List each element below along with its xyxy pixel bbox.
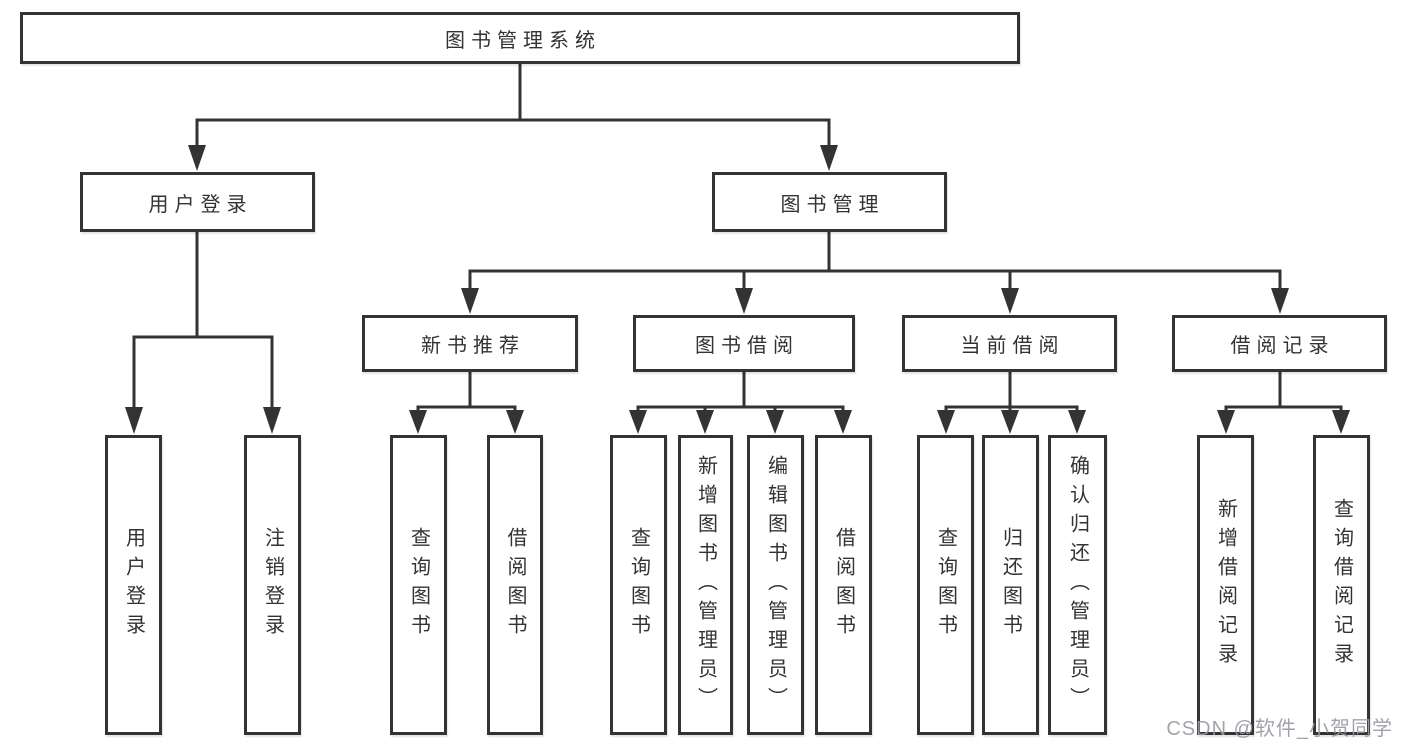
arrowhead-leaf-logout: [263, 407, 281, 434]
arrowhead-leaf-login: [125, 407, 143, 434]
arrowhead-cb-confirm: [1068, 410, 1086, 434]
arrowhead-user-login: [188, 145, 206, 171]
arrowhead-borrow-record: [1271, 288, 1289, 314]
arrowhead-nb-borrow: [506, 410, 524, 434]
leaf-logout: 注销登录: [244, 435, 301, 735]
node-library-system: 图书管理系统: [20, 12, 1020, 64]
node-new-book-recommend: 新书推荐: [362, 315, 578, 372]
node-borrowing-records: 借阅记录: [1172, 315, 1387, 372]
leaf-query-borrow-record: 查询借阅记录: [1313, 435, 1370, 735]
node-user-login: 用户登录: [80, 172, 315, 232]
arrowhead-current-borrow: [1001, 288, 1019, 314]
node-book-borrowing: 图书借阅: [633, 315, 855, 372]
leaf-borrow-books-recommend: 借阅图书: [487, 435, 543, 735]
arrowhead-cb-return: [1001, 410, 1019, 434]
arrowhead-book-mgmt: [820, 145, 838, 171]
leaf-return-books: 归还图书: [982, 435, 1039, 735]
arrowhead-cb-query: [937, 410, 955, 434]
leaf-query-books-recommend: 查询图书: [390, 435, 447, 735]
watermark-text: CSDN @软件_小贺同学: [1166, 718, 1393, 740]
arrowhead-bb-add: [696, 410, 714, 434]
arrowhead-bb-query: [629, 410, 647, 434]
arrowhead-book-borrow: [735, 288, 753, 314]
arrowhead-bb-edit: [766, 410, 784, 434]
arrowhead-bb-borrow: [834, 410, 852, 434]
leaf-add-books-admin: 新增图书（管理员）: [678, 435, 733, 735]
node-book-management: 图书管理: [712, 172, 947, 232]
leaf-confirm-return-admin: 确认归还（管理员）: [1048, 435, 1107, 735]
leaf-add-borrow-record: 新增借阅记录: [1197, 435, 1254, 735]
arrowhead-nb-query: [409, 410, 427, 434]
leaf-borrow-books-borrowing: 借阅图书: [815, 435, 872, 735]
arrowhead-br-query: [1332, 410, 1350, 434]
leaf-edit-books-admin: 编辑图书（管理员）: [747, 435, 804, 735]
arrowhead-br-add: [1217, 410, 1235, 434]
arrowhead-new-book: [461, 288, 479, 314]
leaf-query-books-borrowing: 查询图书: [610, 435, 667, 735]
leaf-query-books-current: 查询图书: [917, 435, 974, 735]
node-current-borrowing: 当前借阅: [902, 315, 1117, 372]
leaf-user-login: 用户登录: [105, 435, 162, 735]
